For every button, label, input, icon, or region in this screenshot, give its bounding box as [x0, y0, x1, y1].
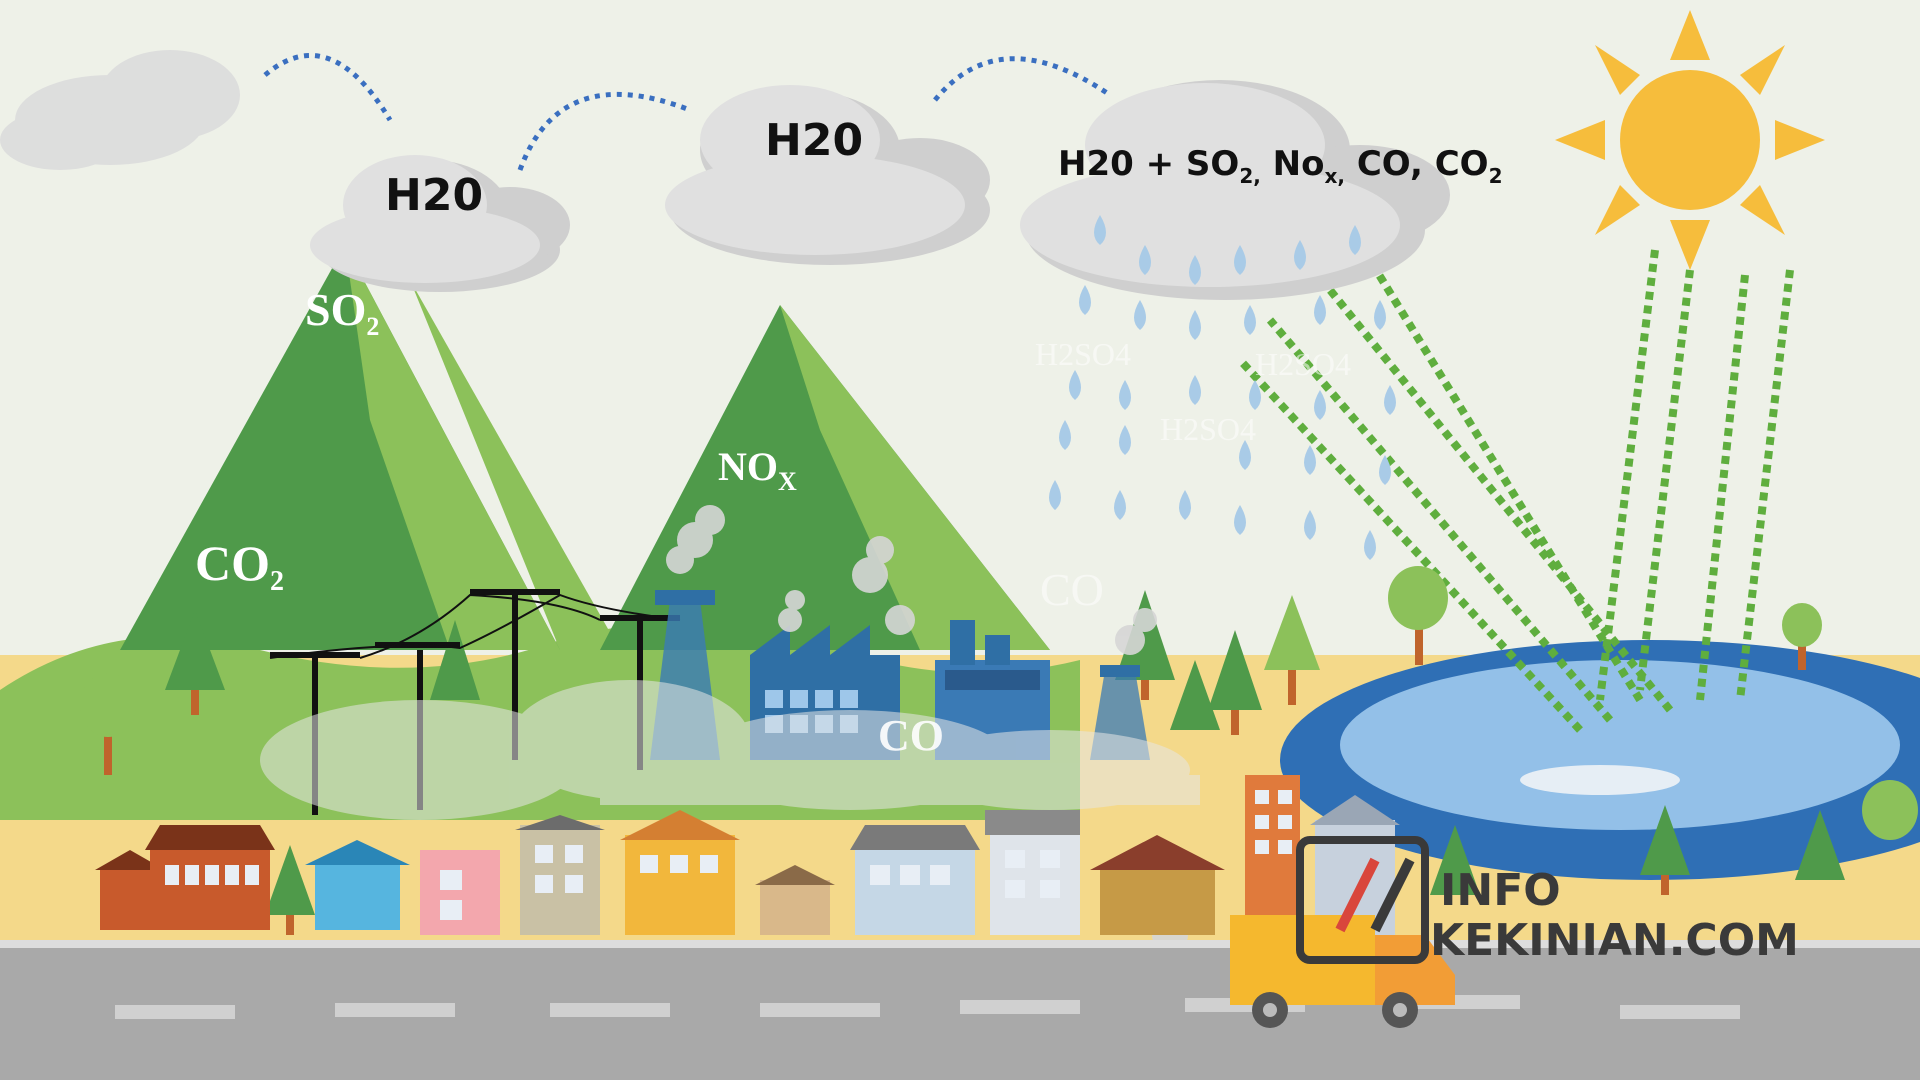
rain-label-1: H2SO4 — [1035, 336, 1131, 372]
watermark-logo: INFO KEKINIAN.COM — [1296, 836, 1799, 966]
cloud-left-label: H20 — [385, 170, 483, 221]
gas-label-co2: CO2 — [195, 535, 284, 597]
evaporation-arcs — [263, 52, 1112, 171]
rain-label-2: H2SO4 — [1255, 346, 1351, 382]
mountain-left — [120, 245, 620, 650]
smoke — [666, 505, 1188, 953]
smog-haze — [260, 680, 1200, 820]
sun-rays — [1237, 249, 1794, 733]
road-markings — [115, 995, 1740, 1019]
gas-label-nox: NOX — [718, 444, 797, 496]
watermark-line1: INFO — [1440, 865, 1561, 916]
road-edge — [0, 940, 1920, 948]
lake — [1280, 640, 1920, 880]
gas-label-co-factory: CO — [878, 711, 944, 760]
cloud-left: H20 — [310, 155, 570, 292]
background-clouds — [0, 50, 240, 170]
mountain-middle — [600, 305, 1050, 650]
raindrops — [1049, 215, 1396, 560]
trees — [80, 566, 1918, 935]
cloud-middle-label: H20 — [765, 115, 863, 166]
cloud-middle: H20 — [665, 85, 990, 265]
rain-label-3: H2SO4 — [1160, 411, 1256, 447]
gas-label-co-air: CO — [1040, 564, 1104, 615]
gas-label-so2: SO2 — [305, 284, 379, 341]
cloud-acid-label: H20 + SO2, Nox, CO, CO2 — [1058, 144, 1502, 188]
watermark-line2: KEKINIAN.COM — [1430, 915, 1799, 966]
sun-icon — [1555, 10, 1825, 270]
